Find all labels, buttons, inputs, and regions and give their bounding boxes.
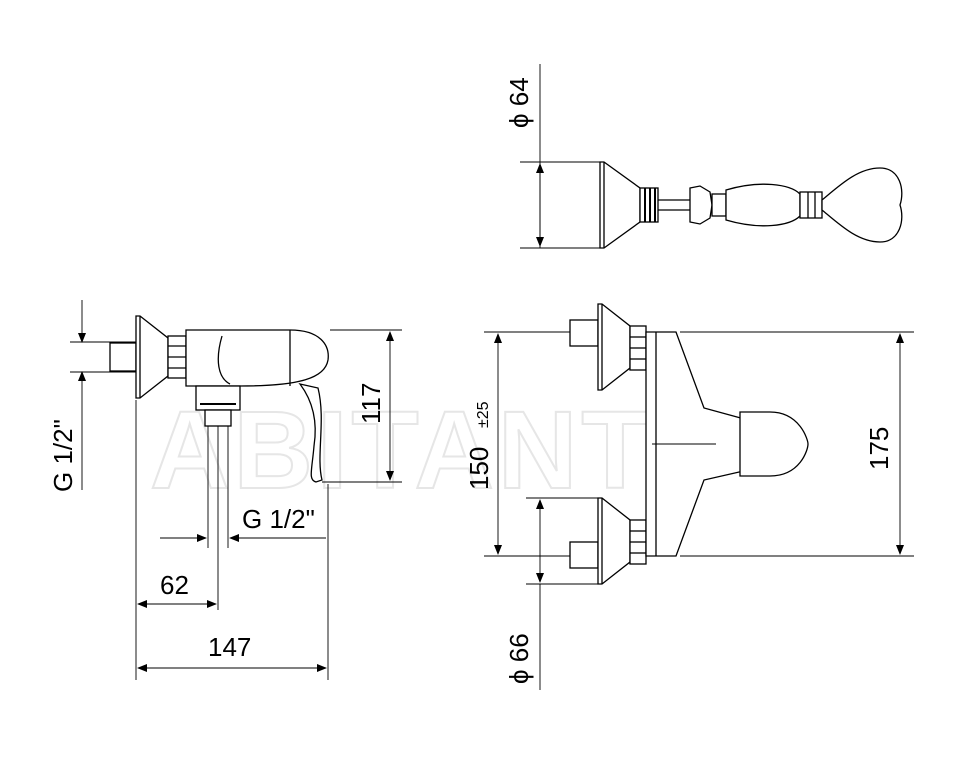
outlet-thread <box>204 409 232 427</box>
bottom-inlet-pipe <box>569 541 599 569</box>
shower-handle <box>725 183 801 227</box>
depth-147-label: 147 <box>208 632 251 662</box>
side-view: G 1/2" 117 G 1/2" 62 <box>48 300 402 680</box>
lever-handle <box>298 382 323 483</box>
flange-66-label: ϕ 66 <box>504 633 534 684</box>
shower-head <box>821 167 903 243</box>
thread-left-label: G 1/2" <box>48 419 78 492</box>
outlet-fitting <box>195 385 241 411</box>
top-inlet-pipe <box>569 319 599 347</box>
wall-flange <box>135 315 169 399</box>
mixer-body <box>185 329 329 387</box>
top-flange <box>597 303 631 391</box>
front-view: 150 ±25 175 ϕ 66 <box>464 303 914 690</box>
thread-bottom-label: G 1/2" <box>242 504 315 534</box>
handshower-view: ϕ 64 <box>504 64 903 249</box>
hose-connector <box>689 185 713 225</box>
front-handle-cap <box>739 411 809 477</box>
diameter-64-label: ϕ 64 <box>504 77 534 128</box>
inlet-pipe <box>109 342 137 372</box>
height-117-label: 117 <box>356 383 386 424</box>
spacing-tolerance-label: ±25 <box>475 401 492 428</box>
spacing-150-label: 150 <box>464 447 494 490</box>
shower-collar <box>799 191 823 219</box>
holder-wall-plate <box>599 161 641 249</box>
offset-62-label: 62 <box>160 570 189 600</box>
height-175-label: 175 <box>864 427 894 470</box>
